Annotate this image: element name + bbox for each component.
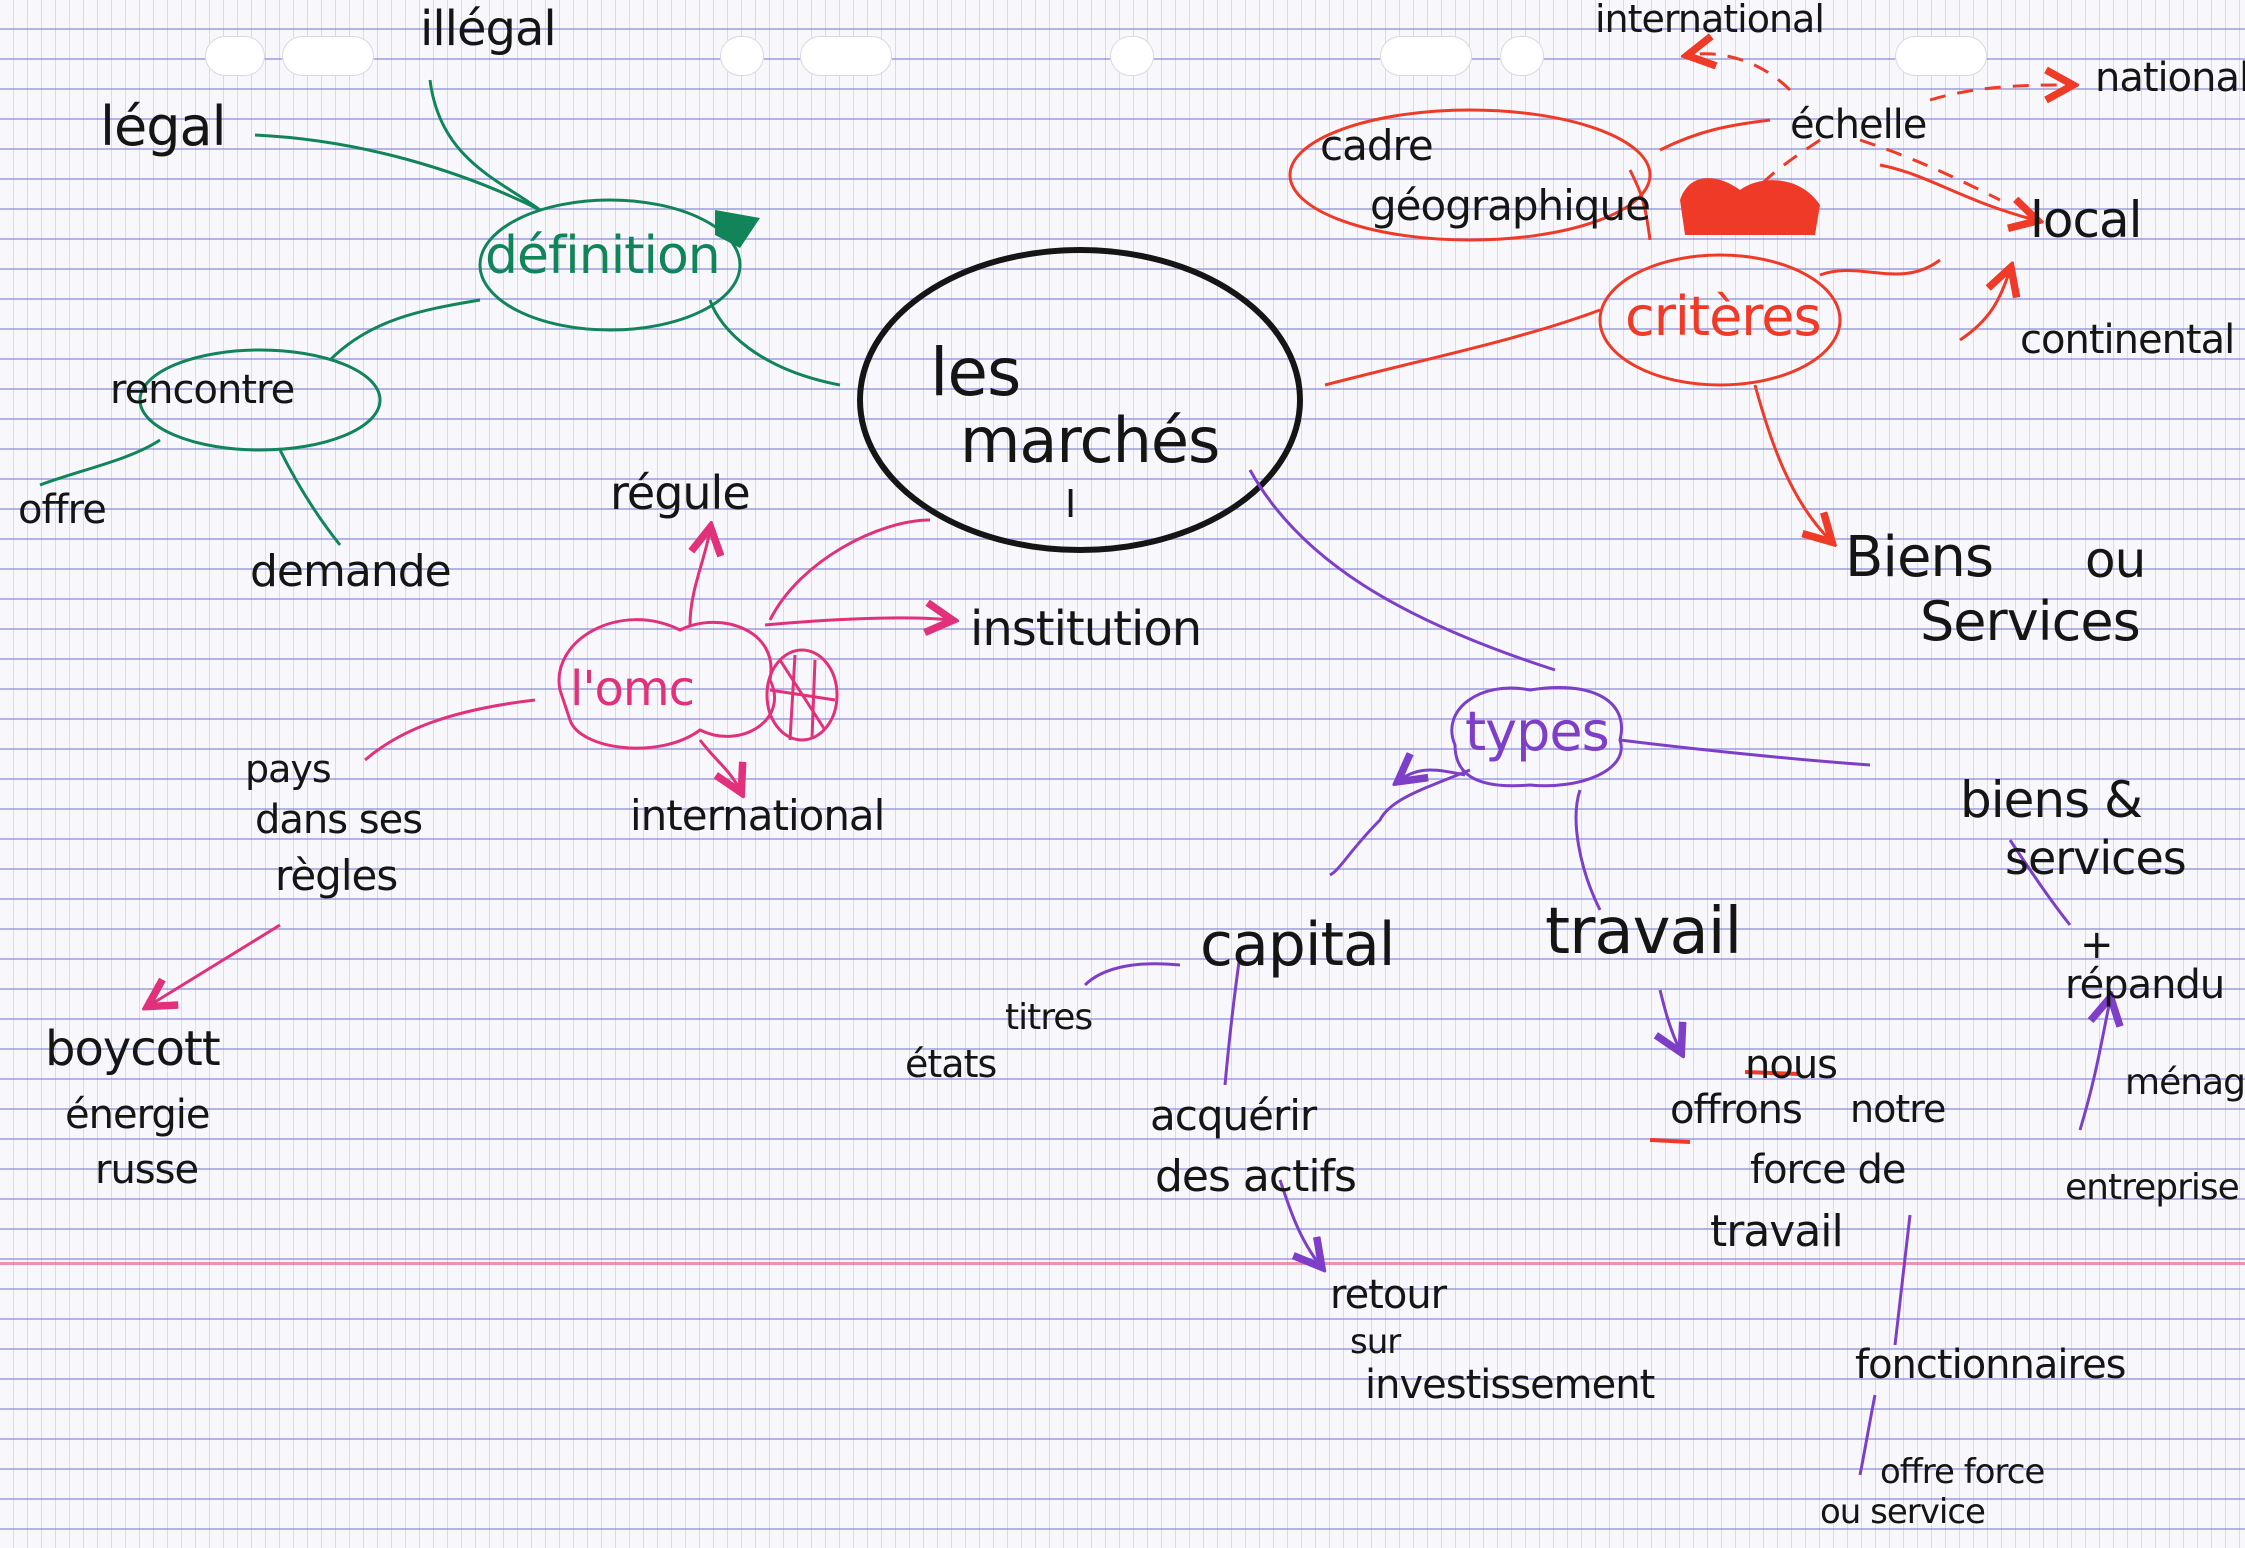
force-de-label: force de (1750, 1147, 1906, 1193)
repandu-label: répandu (2065, 962, 2225, 1008)
rencontre-label: rencontre (110, 367, 295, 413)
echelle-label: échelle (1790, 102, 1927, 148)
national-label: national (2095, 55, 2245, 101)
omc-branch (150, 518, 950, 1005)
types-title: types (1465, 700, 1610, 763)
punch-hole (1380, 36, 1472, 76)
biens-label: Biens (1845, 525, 1994, 590)
russe-label: russe (95, 1147, 199, 1193)
local-label: local (2030, 191, 2143, 249)
acquerir-label: acquérir (1150, 1091, 1317, 1140)
offre-label: offre (18, 487, 107, 533)
regles-label: règles (275, 851, 398, 900)
definition-branch (39, 79, 841, 546)
boycott-label: boycott (45, 1021, 221, 1077)
travail-force-label: travail (1710, 1206, 1844, 1257)
center-title-marches: marchés (960, 404, 1220, 477)
punch-hole (1500, 36, 1544, 76)
ou-label: ou (2085, 531, 2146, 589)
international-omc-label: international (630, 791, 885, 840)
center-numeral: I (1065, 482, 1076, 526)
services-label: Services (1920, 590, 2141, 653)
fonctionnaires-label: fonctionnaires (1855, 1342, 2127, 1388)
red-scribble (1680, 178, 1820, 235)
dans-ses-label: dans ses (255, 797, 423, 843)
plus-label: + (2080, 922, 2114, 968)
criteres-branch (1288, 108, 2035, 540)
offrons-underline (1649, 1138, 1691, 1144)
energie-label: énergie (65, 1092, 210, 1138)
titres-label: titres (1005, 997, 1093, 1038)
biens-amp-label: biens & (1960, 771, 2143, 829)
institution-label: institution (970, 601, 1202, 657)
green-mark (715, 210, 760, 248)
continental-label: continental (2020, 317, 2235, 363)
cadre-label: cadre (1320, 121, 1434, 170)
types-branch (1083, 469, 2110, 1476)
punch-hole (800, 36, 892, 76)
punch-hole (1110, 36, 1154, 76)
criteres-title: critères (1625, 285, 1822, 348)
geographique-label: géographique (1370, 181, 1651, 230)
illegal-label: illégal (420, 1, 557, 57)
notre-label: notre (1850, 1087, 1946, 1131)
center-title-les: les (930, 334, 1021, 411)
center-ellipse (857, 247, 1303, 553)
capital-label: capital (1200, 910, 1395, 980)
des-actifs-label: des actifs (1155, 1151, 1357, 1202)
travail-label: travail (1545, 895, 1742, 969)
international-top-label: international (1595, 0, 1825, 41)
demande-label: demande (250, 546, 452, 597)
offrons-label: offrons (1670, 1087, 1803, 1133)
definition-title: définition (485, 226, 721, 286)
nous-underline (1744, 1070, 1801, 1076)
margin-line (0, 1262, 2245, 1265)
sur-label: sur (1350, 1322, 1401, 1362)
omc-title: l'omc (570, 661, 695, 717)
punch-hole (1895, 36, 1987, 76)
punch-hole (282, 36, 374, 76)
etats-label: états (905, 1042, 997, 1086)
punch-hole (720, 36, 764, 76)
ou-service-label: ou service (1820, 1492, 1986, 1532)
investissement-label: investissement (1365, 1362, 1655, 1408)
nous-label: nous (1745, 1042, 1838, 1088)
services-types-label: services (2005, 831, 2187, 885)
legal-label: légal (100, 95, 227, 158)
pays-label: pays (245, 747, 332, 791)
punch-hole (205, 36, 265, 76)
offre-force-label: offre force (1880, 1452, 2045, 1492)
entreprise-label: entreprise (2065, 1167, 2240, 1208)
regule-label: régule (610, 466, 751, 520)
retour-label: retour (1330, 1272, 1447, 1318)
